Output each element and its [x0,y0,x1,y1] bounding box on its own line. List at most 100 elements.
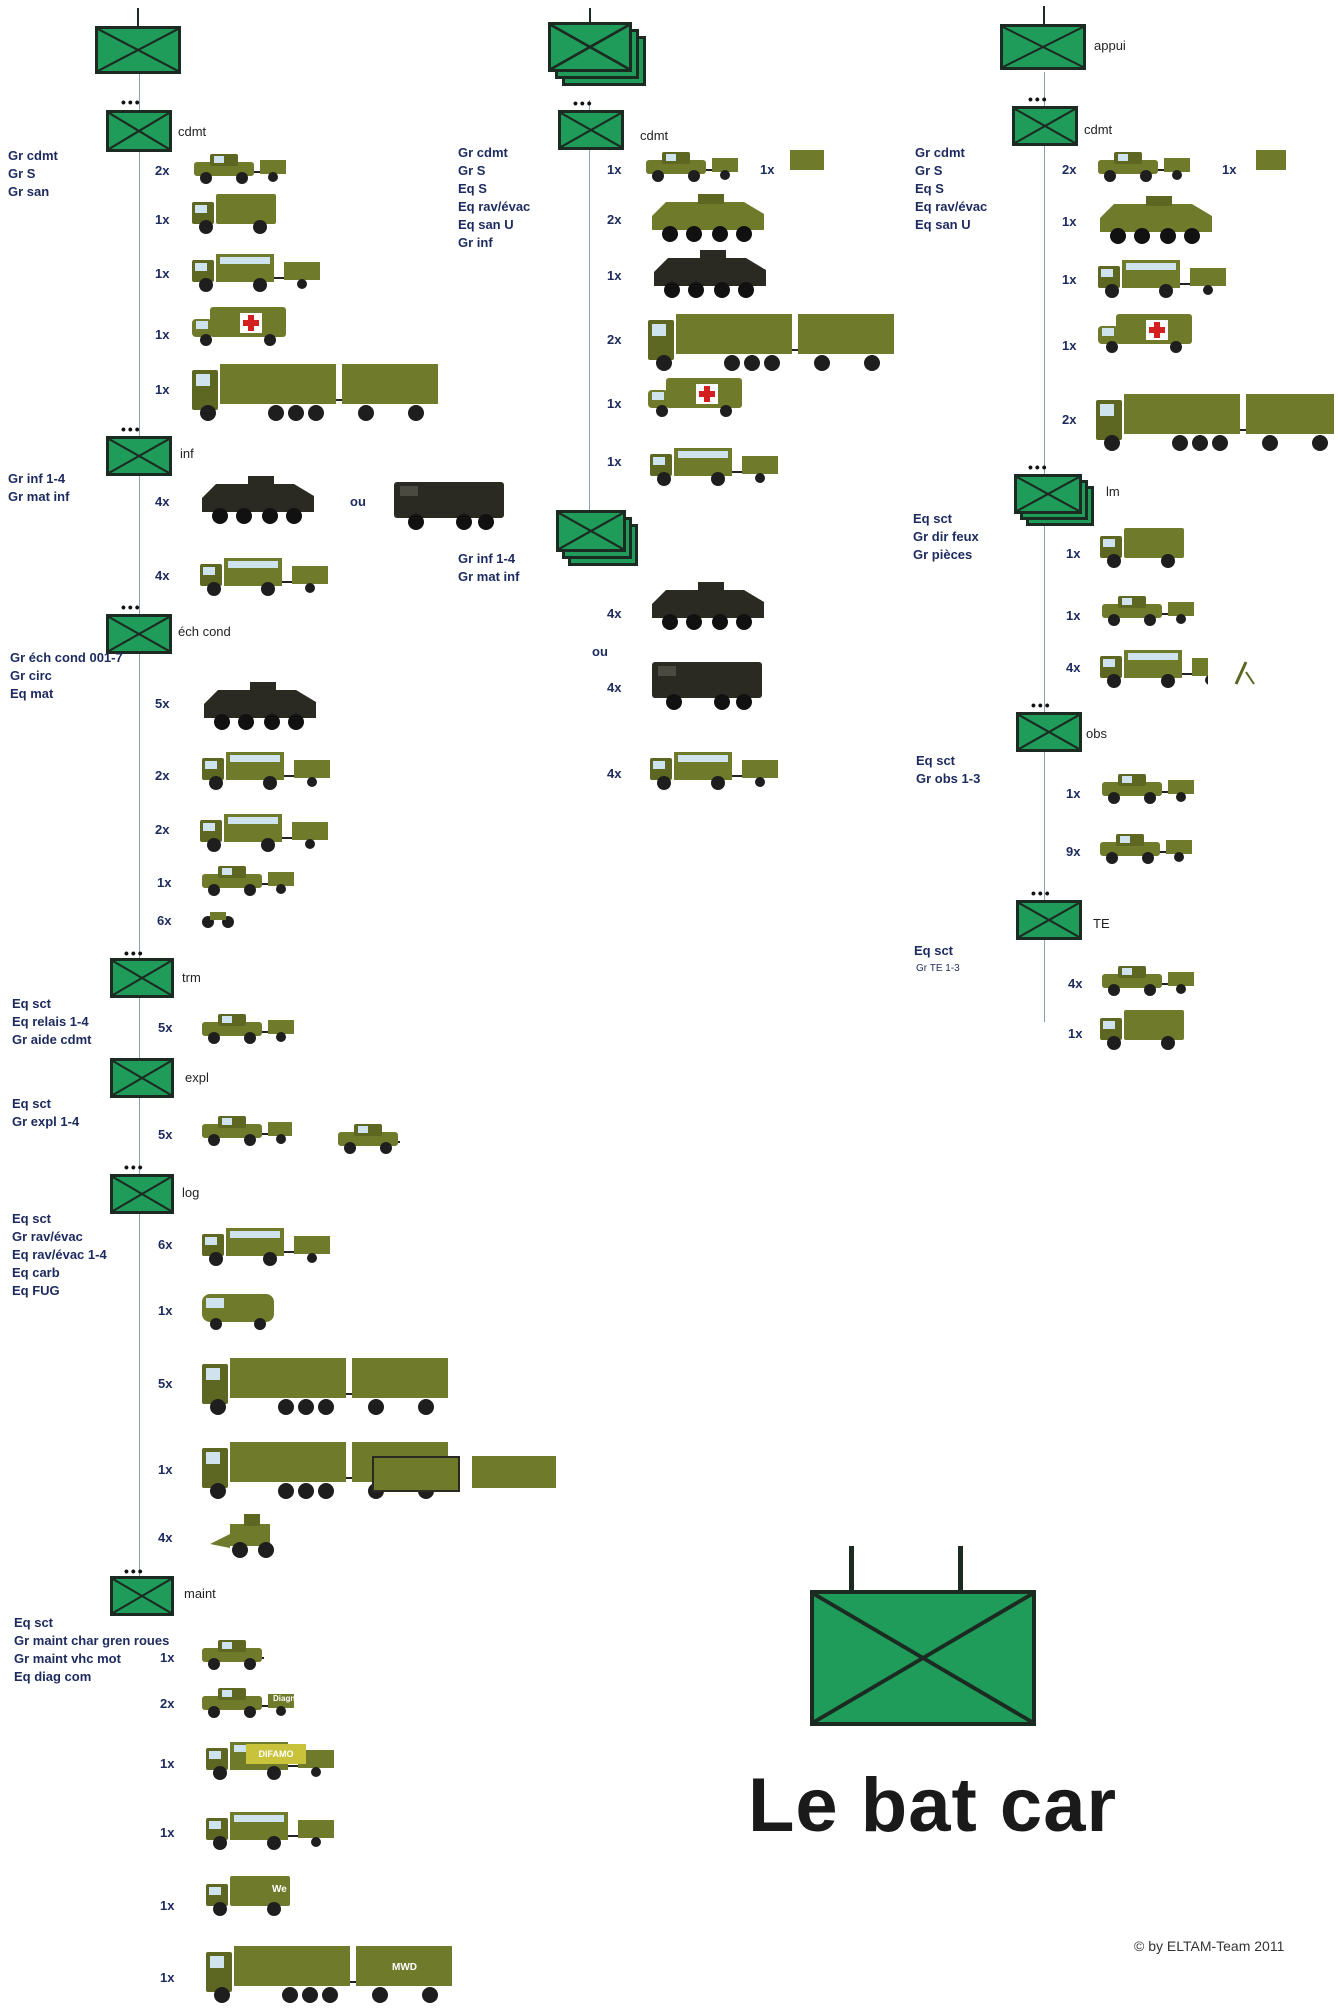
box-truck-vehicle [1098,1006,1208,1052]
workshop-truck-vehicle [204,1872,344,1930]
count: 4x [1066,660,1080,675]
platoon-dots: ••• [1031,888,1052,898]
count: 1x [155,327,169,342]
box-truck-trailer-vehicle [200,746,340,792]
count: 1x [1066,786,1080,801]
jeep-vehicle [336,1122,400,1156]
count: 4x [155,494,169,509]
count: 1x [160,1756,174,1771]
copyright: © by ELTAM-Team 2011 [1134,1938,1284,1954]
apc-vehicle [1096,194,1216,244]
count: 5x [155,696,169,711]
heavy-truck-trailer-vehicle [1094,390,1334,454]
count: 2x [155,822,169,837]
truck-trailer-vehicle [648,746,828,794]
count: 5x [158,1020,172,1035]
count: 1x [760,162,774,177]
expl-groups: Eq sct Gr expl 1-4 [12,1095,79,1131]
jeep-vehicle [200,1638,264,1672]
jeep-trailer-vehicle [192,152,292,186]
count: 1x [1222,162,1236,177]
platoon-dots: ••• [121,602,142,612]
count: 9x [1066,844,1080,859]
count: 4x [155,568,169,583]
count: 6x [157,913,171,928]
staff-mark-left [849,1546,854,1592]
apc-vehicle [200,680,330,734]
heavy-truck-trailer-vehicle [646,310,902,374]
cdmt-groups: Gr cdmt Gr S Eq S Eq rav/évac Eq san U G… [458,144,530,252]
count: 4x [158,1530,172,1545]
jeep-trailer-vehicle [1098,832,1198,866]
obs-unit-name: obs [1086,726,1107,741]
battalion-symbol-large [810,1590,1036,1726]
count: 1x [160,1650,174,1665]
jeep-trailer-vehicle [200,1686,300,1720]
appui-unit-name: appui [1094,38,1126,53]
cdmt-symbol [558,110,624,150]
difamo-label: DIFAMO [246,1744,306,1764]
count: 1x [607,268,621,283]
jeep-trailer-vehicle [1100,772,1200,806]
heavy-truck-container-vehicle [204,1942,460,2006]
jeep-trailer-vehicle [1100,594,1200,628]
count: 1x [1066,608,1080,623]
platoon-dots: ••• [124,1566,145,1576]
count: 4x [1068,976,1082,991]
page-title: Le bat car [748,1762,1117,1849]
apc-vehicle [650,248,780,302]
nbc-trailer [1256,150,1286,170]
maint-unit-name: maint [184,1586,216,1601]
count: 2x [155,163,169,178]
count: 1x [155,382,169,397]
apc-vehicle [648,192,768,242]
ech-cond-unit-name: éch cond [178,624,231,639]
jeep-trailer-vehicle [644,150,744,184]
count: 4x [607,766,621,781]
column3-connector [1044,72,1045,1022]
van-vehicle [200,1290,280,1332]
hq-staff-mark [589,8,591,24]
count: 1x [607,162,621,177]
count: 1x [607,454,621,469]
trm-unit-name: trm [182,970,201,985]
inf-symbol [106,436,172,476]
te-symbol [1016,900,1082,940]
truck-trailer-vehicle [648,442,828,490]
truck-trailer-vehicle [198,808,338,854]
support-company-symbol [1000,24,1086,70]
hq-staff-mark [1043,6,1045,26]
platoon-dots: ••• [573,98,594,108]
loader-vehicle [210,1514,290,1560]
obs-groups: Eq sct Gr obs 1-3 [916,752,980,788]
count: 4x [607,606,621,621]
maint-symbol [110,1576,174,1616]
log-symbol [110,1174,174,1214]
count: 1x [160,1825,174,1840]
heavy-truck-trailer-vehicle [200,1354,456,1418]
diagn-label: Diagn [273,1694,295,1703]
inf-company-stack-symbol [556,510,640,570]
company-stack-symbol [548,22,648,88]
count: 1x [158,1303,172,1318]
or-label: ou [350,494,366,509]
mrap-vehicle [648,656,768,716]
count: 1x [160,1970,174,1985]
inf-unit-name: inf [180,446,194,461]
nbc-trailer [790,150,824,170]
column1-connector [139,72,140,1592]
count: 2x [607,332,621,347]
box-truck-vehicle [190,190,300,236]
count: 2x [160,1696,174,1711]
truck-trailer-vehicle [198,552,338,598]
count: 1x [160,1898,174,1913]
count: 2x [155,768,169,783]
lm-unit-name: lm [1106,484,1120,499]
ambulance-vehicle [646,376,746,420]
cdmt-symbol [106,110,172,152]
count: 5x [158,1376,172,1391]
te-groups: Eq sct [914,942,953,960]
platoon-dots: ••• [121,424,142,434]
hq-staff-mark [137,8,139,28]
log-unit-name: log [182,1185,199,1200]
